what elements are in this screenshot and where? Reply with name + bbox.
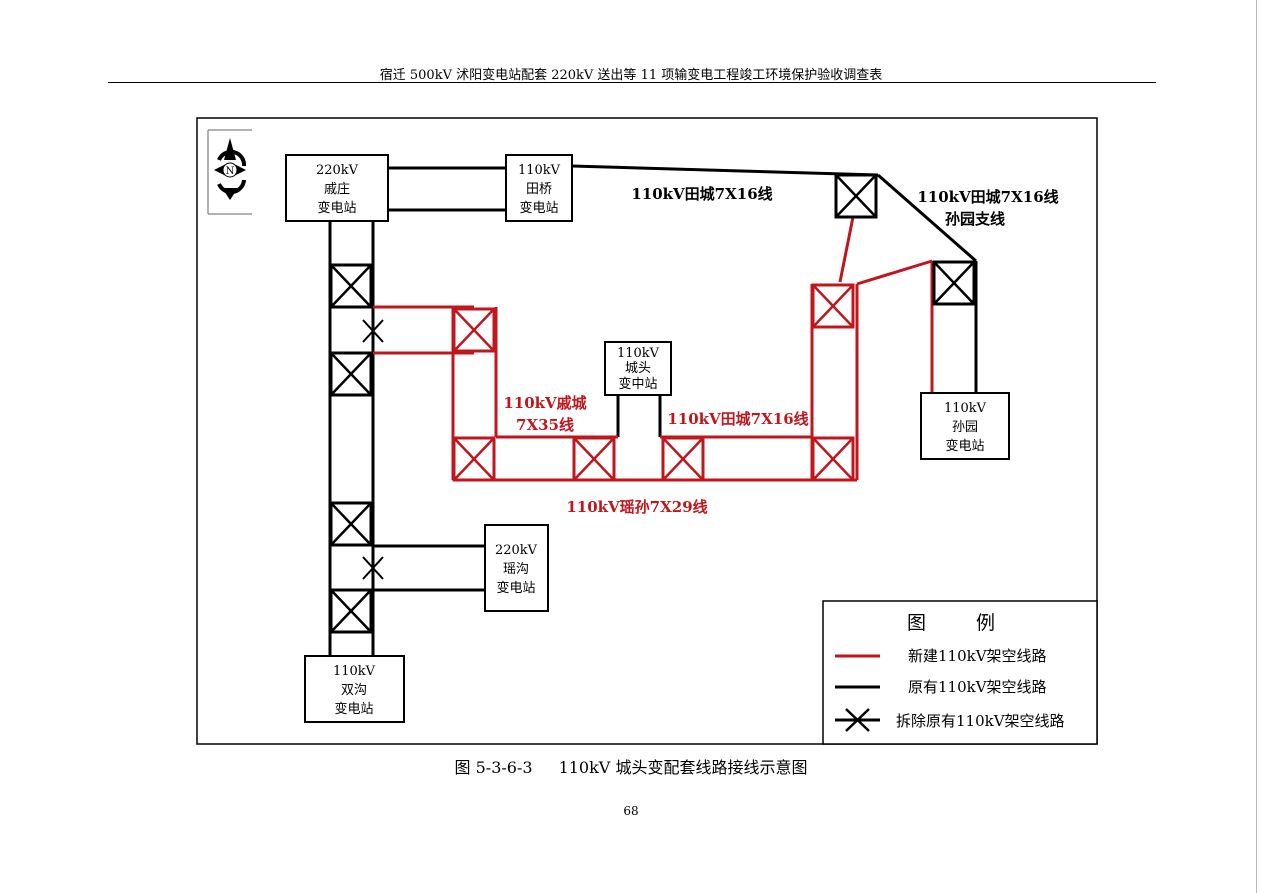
legend-new-line-label: 新建110kV架空线路 xyxy=(908,647,1047,665)
existing-towers xyxy=(329,173,976,634)
tower-existing-5 xyxy=(834,173,878,219)
station-yaogou-name: 瑶沟 xyxy=(503,562,529,577)
header-rule xyxy=(108,82,1156,83)
station-yaogou-type: 变电站 xyxy=(496,580,535,596)
station-tianqiao-voltage: 110kV xyxy=(518,163,561,178)
tower-new-6 xyxy=(811,436,855,482)
legend-existing-line-label: 原有110kV架空线路 xyxy=(908,678,1047,696)
station-chengtou-voltage: 110kV xyxy=(617,346,660,361)
label-weicheng-2: 7X35线 xyxy=(516,416,574,434)
legend-title: 图 例 xyxy=(907,612,1017,634)
tower-existing-1 xyxy=(329,263,373,309)
station-chengtou: 110kV 城头 变中站 xyxy=(604,341,672,396)
station-yaogou: 220kV 瑶沟 变电站 xyxy=(484,524,549,612)
station-weizhuang-voltage: 220kV xyxy=(316,163,359,178)
tower-existing-4 xyxy=(329,588,373,634)
figure-number: 图 5-3-6-3 xyxy=(454,758,533,777)
label-weicheng-1: 110kV戚城 xyxy=(503,394,586,412)
figure-caption: 图 5-3-6-3 110kV 城头变配套线路接线示意图 xyxy=(0,754,1262,778)
station-weizhuang: 220kV 戚庄 变电站 xyxy=(285,154,389,222)
tower-new-3 xyxy=(572,436,616,482)
station-suyuan: 110kV 孙园 变电站 xyxy=(920,392,1010,460)
station-weizhuang-type: 变电站 xyxy=(317,200,356,216)
station-weizhuang-name: 戚庄 xyxy=(324,181,350,197)
tower-new-5 xyxy=(811,283,855,329)
station-tianqiao-type: 变电站 xyxy=(519,200,558,216)
station-suyuan-type: 变电站 xyxy=(945,438,984,454)
tower-existing-3 xyxy=(329,501,373,547)
label-tiancheng-branch-1: 110kV田城7X16线 xyxy=(917,188,1058,206)
legend-removed-line-swatch xyxy=(835,708,880,732)
page-number: 68 xyxy=(623,804,639,818)
station-yaogou-voltage: 220kV xyxy=(495,543,538,558)
compass-north-letter: N xyxy=(226,166,235,177)
existing-lines xyxy=(328,164,978,656)
figure-title: 110kV 城头变配套线路接线示意图 xyxy=(558,758,808,777)
tower-new-1 xyxy=(452,307,496,353)
station-suyuan-name: 孙园 xyxy=(952,420,978,435)
station-shuanggou-voltage: 110kV xyxy=(333,664,376,679)
station-suyuan-voltage: 110kV xyxy=(944,401,987,416)
station-chengtou-type: 变中站 xyxy=(618,376,657,392)
page-edge-rule xyxy=(1256,0,1257,893)
station-tianqiao-name: 田桥 xyxy=(526,182,552,197)
legend: 图 例 新建110kV架空线路 原有110kV架空线路 拆除原有110kV架空线… xyxy=(822,600,1098,745)
legend-removed-line-label: 拆除原有110kV架空线路 xyxy=(896,712,1065,730)
tower-new-4 xyxy=(661,436,705,482)
label-yaosun: 110kV瑶孙7X29线 xyxy=(566,498,707,516)
station-shuanggou-type: 变电站 xyxy=(334,701,373,717)
label-tiancheng-top: 110kV田城7X16线 xyxy=(631,185,772,203)
tower-new-2 xyxy=(452,436,496,482)
label-tiancheng-branch-2: 孙园支线 xyxy=(945,210,1005,228)
station-shuanggou: 110kV 双沟 变电站 xyxy=(304,655,405,723)
tower-existing-2 xyxy=(329,351,373,397)
removal-markers xyxy=(362,319,384,580)
station-chengtou-name: 城头 xyxy=(625,361,651,376)
diagram-frame xyxy=(196,117,1098,745)
station-tianqiao: 110kV 田桥 变电站 xyxy=(505,154,573,222)
document-header: 宿迁 500kV 沭阳变电站配套 220kV 送出等 11 项输变电工程竣工环境… xyxy=(379,68,883,83)
north-arrow-icon: N xyxy=(207,129,252,215)
station-shuanggou-name: 双沟 xyxy=(341,683,367,698)
tower-existing-6 xyxy=(932,260,976,306)
label-tiancheng-new: 110kV田城7X16线 xyxy=(667,410,808,428)
